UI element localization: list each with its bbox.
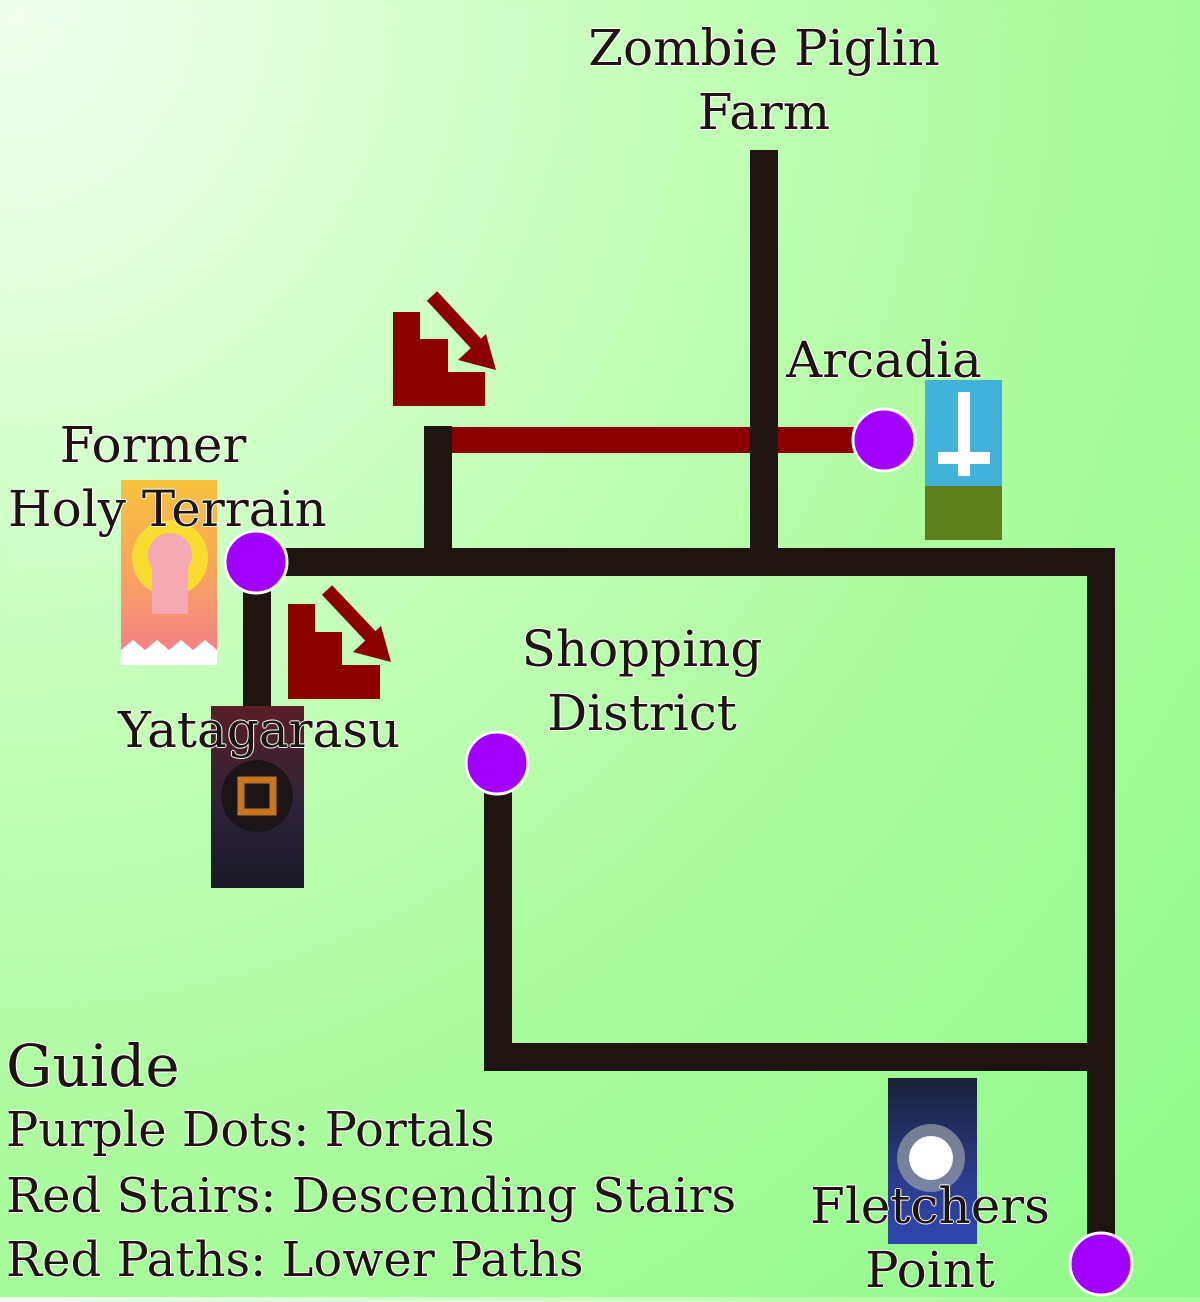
- label-line: Farm: [697, 83, 831, 141]
- path-shopping-loop: [484, 762, 1115, 1071]
- portals: [223, 407, 1134, 1297]
- label-line: District: [547, 684, 737, 742]
- stairs-icon: [393, 291, 496, 406]
- guide-item-lower-paths: Red Paths: Lower Paths: [6, 1232, 584, 1288]
- guide-title: Guide: [6, 1032, 180, 1100]
- label-line: Yatagarasu: [118, 701, 401, 759]
- label-shopping-district: Shopping District: [512, 617, 772, 745]
- guide-item-portals: Purple Dots: Portals: [6, 1102, 495, 1158]
- portal-arcadia[interactable]: [851, 407, 917, 473]
- label-fletchers-point: Fletchers Point: [810, 1174, 1050, 1302]
- portal-fletchers-point[interactable]: [1068, 1231, 1134, 1297]
- label-arcadia: Arcadia: [784, 328, 984, 392]
- label-line: Fletchers: [810, 1177, 1050, 1235]
- label-yatagarasu: Yatagarasu: [118, 698, 401, 762]
- stairs-icon: [288, 585, 391, 699]
- guide-item-stairs: Red Stairs: Descending Stairs: [6, 1168, 737, 1224]
- portal-shopping-district[interactable]: [464, 730, 530, 796]
- holy-terrain-banner: [121, 480, 217, 665]
- label-line: Arcadia: [786, 331, 982, 389]
- yatagarasu-banner: [211, 706, 304, 888]
- label-line: Point: [864, 1241, 995, 1299]
- fletchers-banner: [888, 1078, 977, 1244]
- arcadia-banner: [925, 380, 1002, 540]
- portal-holy-terrain[interactable]: [223, 529, 289, 595]
- label-line: Shopping: [521, 620, 763, 678]
- label-line: Zombie Piglin: [588, 19, 940, 77]
- label-line: Former: [59, 416, 247, 474]
- label-former-holy-terrain: Former Holy Terrain: [8, 413, 327, 541]
- label-zombie-piglin-farm: Zombie Piglin Farm: [564, 16, 964, 144]
- label-line: Holy Terrain: [8, 480, 327, 538]
